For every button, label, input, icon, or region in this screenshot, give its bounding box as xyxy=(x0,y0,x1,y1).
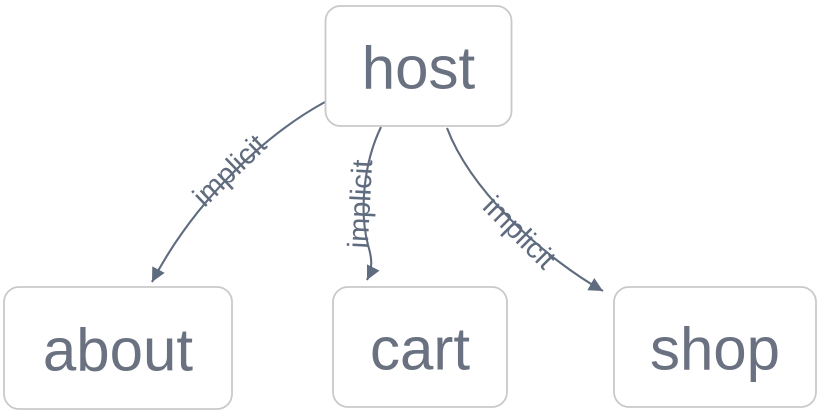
edge-line xyxy=(362,126,382,281)
edge-host-cart: implicit xyxy=(343,126,382,281)
edge-label: implicit xyxy=(343,159,380,249)
edge-host-shop: implicit xyxy=(446,127,604,292)
edge-label: implicit xyxy=(476,190,561,275)
node-shop[interactable]: shop xyxy=(613,286,817,408)
node-box[interactable] xyxy=(613,286,817,408)
node-label: cart xyxy=(370,316,470,383)
edge-label: implicit xyxy=(187,129,273,214)
node-label: shop xyxy=(650,316,780,383)
edge-host-about: implicit xyxy=(151,101,326,283)
node-about[interactable]: about xyxy=(3,286,233,410)
node-host[interactable]: host xyxy=(324,5,513,127)
node-box[interactable] xyxy=(324,5,513,127)
node-label: host xyxy=(362,35,476,102)
node-cart[interactable]: cart xyxy=(332,286,508,408)
node-label: about xyxy=(43,317,193,384)
node-box[interactable] xyxy=(3,286,233,410)
edge-line xyxy=(151,101,326,283)
edge-line xyxy=(446,127,604,292)
node-box[interactable] xyxy=(332,286,508,408)
